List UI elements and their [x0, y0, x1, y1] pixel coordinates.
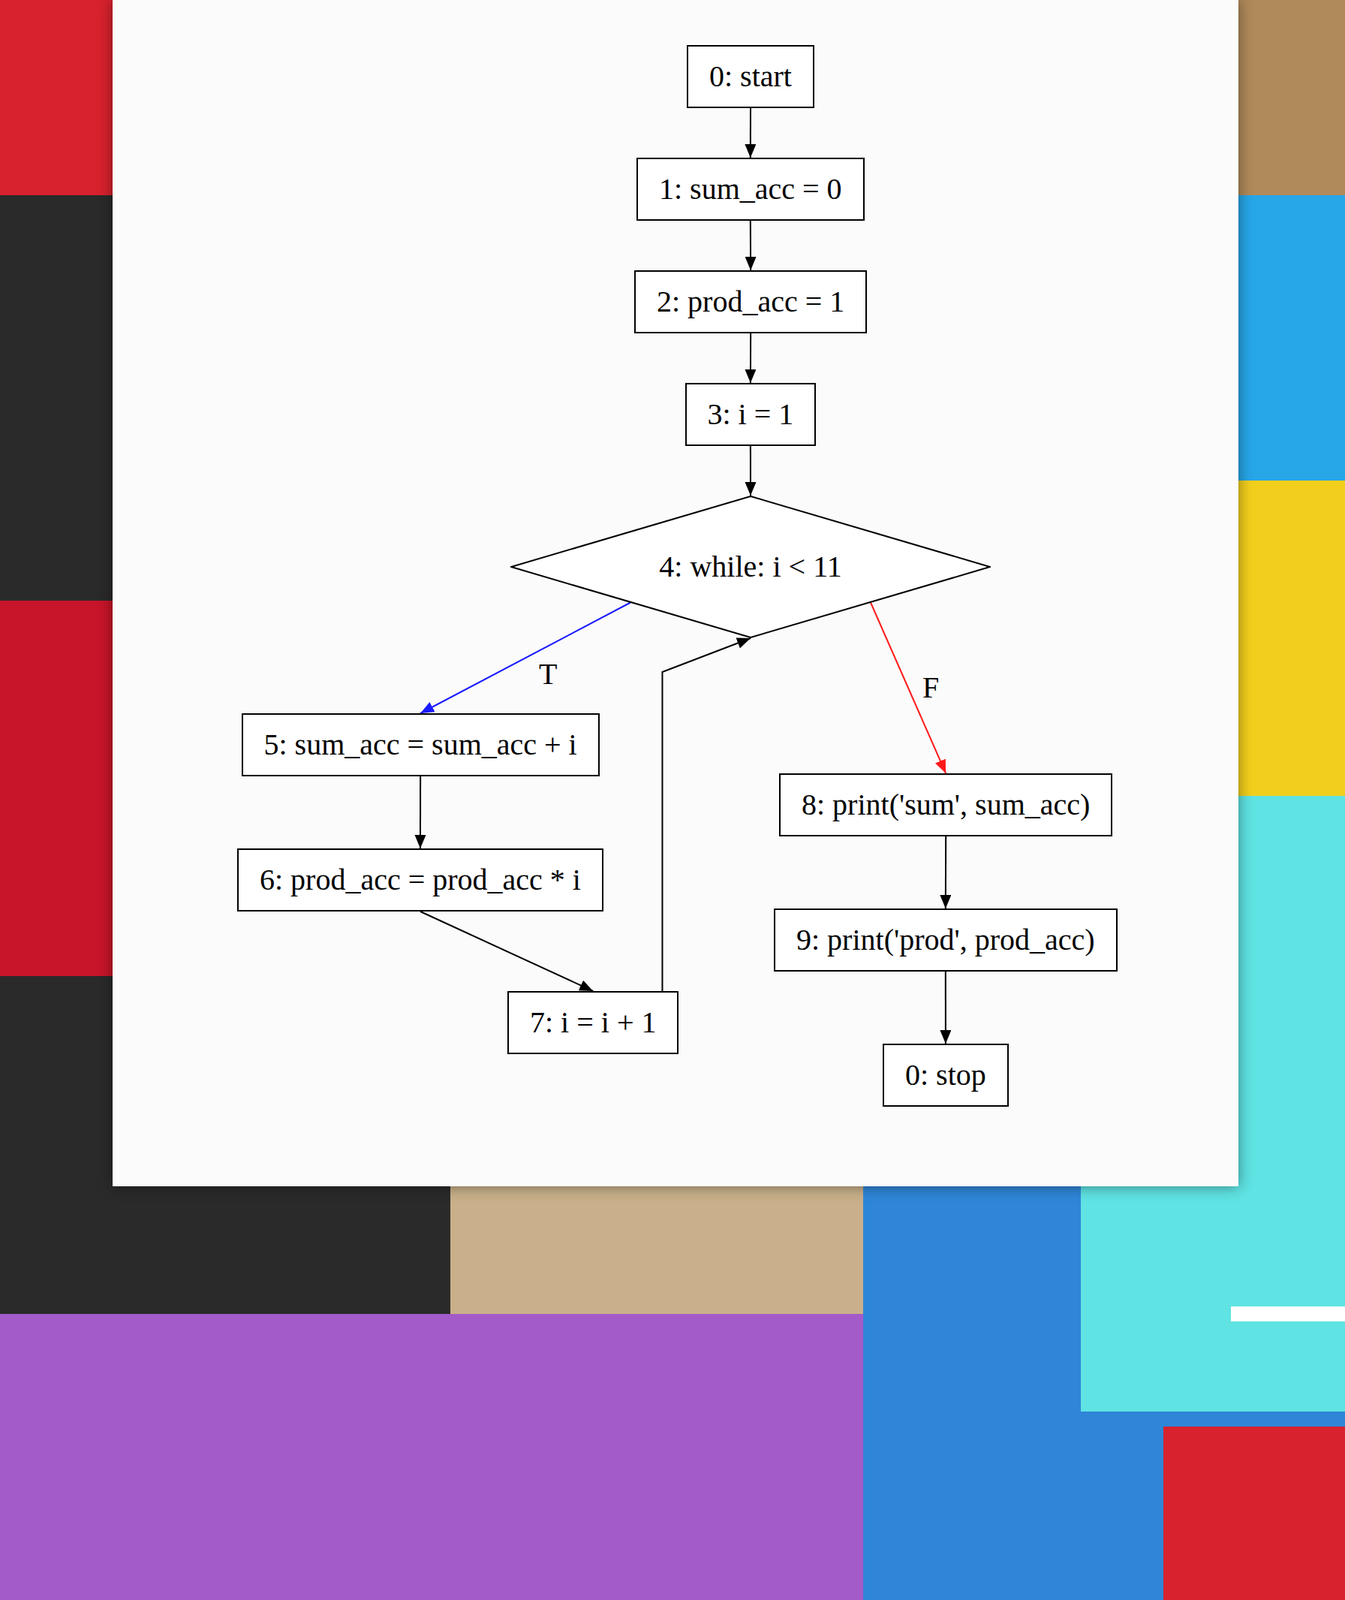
branch-label: T — [535, 657, 560, 691]
flow-arrow — [870, 602, 946, 774]
node-text: 7: i = i + 1 — [529, 1004, 656, 1041]
process-box: 2: prod_acc = 1 — [634, 270, 867, 334]
flow-arrow — [420, 602, 631, 714]
flow-arrow — [420, 911, 593, 991]
flow-arrow — [944, 836, 947, 909]
diamond-shape — [511, 496, 990, 638]
flow-arrow — [749, 333, 752, 383]
process-box: 8: print('sum', sum_acc) — [779, 773, 1113, 837]
node-text: 9: print('prod', prod_acc) — [796, 921, 1096, 958]
node-text: 2: prod_acc = 1 — [656, 283, 845, 320]
flow-arrow — [419, 776, 422, 849]
process-box: 9: print('prod', prod_acc) — [773, 908, 1118, 972]
node-text: 8: print('sum', sum_acc) — [801, 786, 1090, 823]
flow-arrow — [749, 220, 752, 271]
node-text: 4: while: i < 11 — [658, 548, 842, 585]
stop-node: 0: stop — [882, 1043, 1009, 1107]
flow-arrow — [749, 108, 752, 158]
node-text: 0: stop — [905, 1056, 987, 1093]
flow-arrow — [661, 637, 751, 991]
flow-arrow — [944, 971, 947, 1044]
start-node: 0: start — [686, 45, 815, 109]
node-text: 6: prod_acc = prod_acc * i — [259, 861, 581, 898]
process-box: 7: i = i + 1 — [507, 990, 679, 1054]
branch-label: F — [919, 670, 942, 705]
process-box: 5: sum_acc = sum_acc + i — [241, 713, 600, 777]
flow-arrow — [749, 445, 752, 496]
node-text: 0: start — [709, 58, 792, 95]
node-text: 3: i = 1 — [707, 396, 795, 433]
purple-paper — [0, 1313, 864, 1600]
process-box: 3: i = 1 — [685, 382, 817, 446]
panel-rule — [1230, 1305, 1345, 1321]
red-felt — [1163, 1426, 1345, 1600]
process-box: 1: sum_acc = 0 — [636, 157, 865, 221]
node-text: 5: sum_acc = sum_acc + i — [264, 726, 578, 763]
node-text: 1: sum_acc = 0 — [658, 171, 843, 208]
decision-diamond: 4: while: i < 11 — [510, 495, 991, 638]
process-box: 6: prod_acc = prod_acc * i — [237, 848, 604, 912]
